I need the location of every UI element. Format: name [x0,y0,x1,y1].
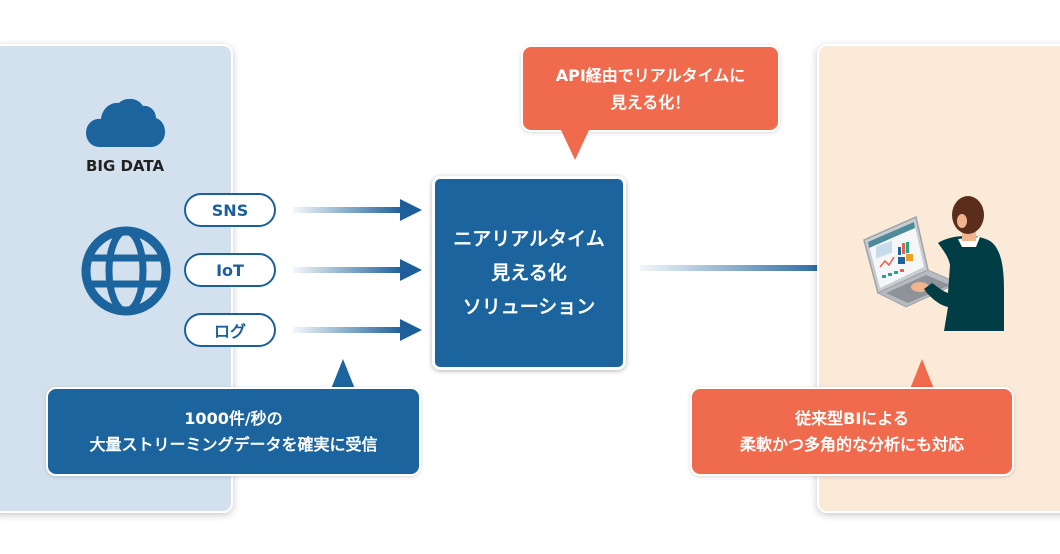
bi-callout: 従来型BIによる 柔軟かつ多角的な分析にも対応 [690,387,1014,476]
big-data-title: BIG DATA [85,157,165,175]
stream-callout-tail [331,359,355,389]
source-iot-pill: IoT [184,253,276,287]
arrow-sns-head-icon [400,199,422,221]
api-callout-line1: API経由でリアルタイムに [555,65,746,85]
arrow-log-head-icon [400,319,422,341]
arrow-log-shaft [293,327,403,333]
stream-callout: 1000件/秒の 大量ストリーミングデータを確実に受信 [46,387,421,476]
arrow-iot-shaft [293,267,403,273]
api-callout-tail [561,130,589,160]
source-label: SNS [211,200,249,220]
bi-callout-line2: 柔軟かつ多角的な分析にも対応 [739,434,964,454]
source-sns-pill: SNS [184,193,276,227]
bi-callout-tail [910,359,934,389]
api-callout: API経由でリアルタイムに 見える化！ [521,45,780,132]
arrow-iot-head-icon [400,259,422,281]
api-callout-line2: 見える化！ [610,92,691,112]
person-laptop-illustration [863,196,1004,331]
arrow-output-shaft [640,265,835,271]
bi-callout-line1: 従来型BIによる [795,408,909,428]
source-label: IoT [216,260,244,280]
source-label: ログ [213,322,246,341]
cloud-icon [86,98,165,147]
solution-box: ニアリアルタイム 見える化 ソリューション [432,176,626,370]
solution-line2: 見える化 [491,262,567,284]
arrow-sns-shaft [293,207,403,213]
stream-callout-line2: 大量ストリーミングデータを確実に受信 [89,434,378,454]
stream-callout-line1: 1000件/秒の [184,408,283,428]
solution-line3: ソリューション [462,296,596,318]
source-log-pill: ログ [184,313,276,347]
globe-icon [81,226,171,316]
solution-line1: ニアリアルタイム [453,228,605,250]
